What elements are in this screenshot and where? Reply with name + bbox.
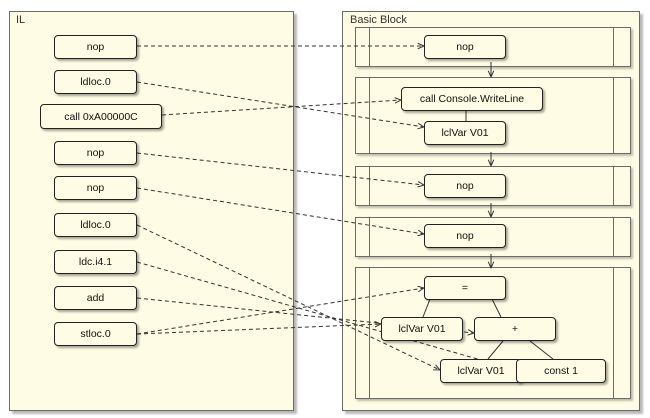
basic-block-panel-title: Basic Block (350, 14, 407, 26)
il-instr-nop-3: nop (54, 176, 137, 200)
map-arrow-nop-3 (136, 187, 424, 234)
bb3-node-nop: nop (424, 174, 506, 198)
basic-block-3 (355, 166, 631, 206)
il-instr-add: add (54, 286, 137, 310)
map-arrow-call (161, 100, 401, 116)
il-panel-title: IL (16, 14, 26, 26)
il-instr-ldloc-1: ldloc.0 (54, 70, 137, 94)
bb2-node-call: call Console.WriteLine (401, 87, 543, 111)
map-arrow-ldc (136, 261, 516, 370)
map-arrow-nop-2 (136, 152, 424, 185)
tree-edge-plus-lclvar (487, 340, 504, 360)
bb5-node-const: const 1 (516, 359, 606, 383)
bb5-node-lclvar-bottom: lclVar V01 (440, 359, 522, 383)
bb4-node-nop: nop (424, 224, 506, 248)
map-arrow-ldloc-2 (136, 224, 440, 370)
bb1-node-nop: nop (424, 35, 506, 59)
il-instr-call: call 0xA00000C (40, 104, 162, 129)
il-instr-ldc: ldc.i4.1 (54, 250, 137, 274)
tree-edge-plus-const (529, 340, 554, 360)
bb2-node-lclvar: lclVar V01 (424, 121, 506, 145)
map-arrow-stloc-lclvar (136, 324, 381, 335)
tree-edge-assign-plus (491, 298, 502, 318)
il-instr-stloc: stloc.0 (54, 322, 137, 346)
bb5-node-assign: = (424, 276, 506, 300)
map-arrow-ldloc-1 (136, 81, 424, 127)
il-instr-nop-2: nop (54, 141, 137, 165)
il-instr-ldloc-2: ldloc.0 (54, 213, 137, 237)
tree-edge-assign-lclvar (422, 298, 431, 318)
bb5-node-plus: + (474, 317, 556, 341)
bb5-node-lclvar-left: lclVar V01 (381, 317, 463, 341)
il-instr-nop-1: nop (54, 35, 137, 59)
